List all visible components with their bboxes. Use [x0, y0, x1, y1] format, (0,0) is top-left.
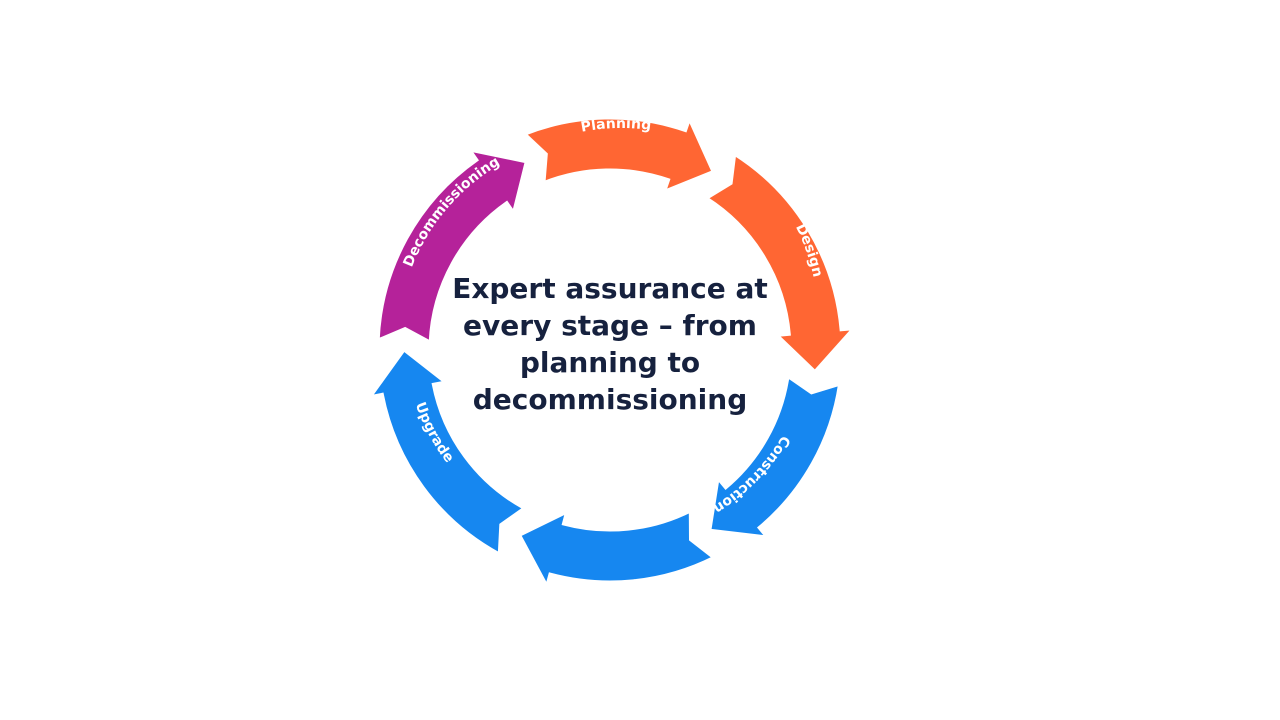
center-heading-line-3: planning to [519, 346, 701, 379]
stage-arrow-planning [522, 115, 716, 194]
center-heading: Expert assurance at every stage – from p… [430, 270, 790, 418]
stage-arrow-decommissioning [376, 147, 529, 345]
stage-arrow-construction [708, 374, 842, 539]
stage-arrow-upgrade [367, 347, 527, 557]
center-heading-line-1: Expert assurance at [452, 272, 768, 305]
center-heading-line-4: decommissioning [472, 383, 748, 416]
stage-label-operation: Operation [592, 496, 674, 516]
center-heading-line-2: every stage – from [463, 309, 757, 342]
stage-arrow-operation [517, 508, 717, 590]
stage-arrow-design [703, 151, 857, 374]
